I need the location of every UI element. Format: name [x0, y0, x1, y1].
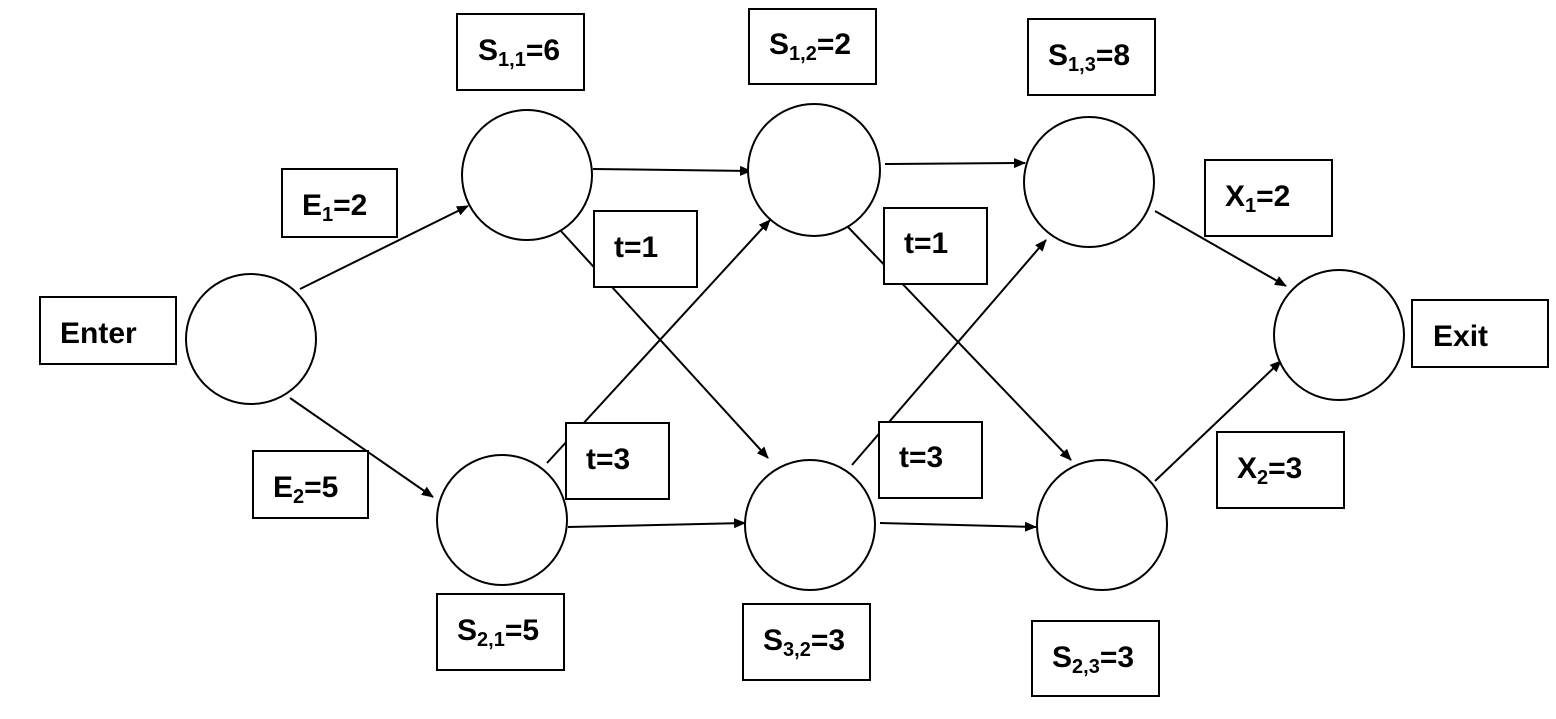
- transfer-label-d: t=3: [899, 441, 943, 474]
- s23-label-box: S2,3=3: [1031, 620, 1160, 697]
- s13-label: S1,3=8: [1048, 39, 1130, 76]
- e2-label-box: E2=5: [252, 450, 369, 519]
- transfer-label-box-a: t=1: [593, 210, 698, 288]
- edge-enter-to-line2-station1: [289, 397, 434, 498]
- s32-label-box: S3,2=3: [742, 603, 871, 681]
- exit-label-box: Exit: [1411, 299, 1549, 368]
- line2-station1-node: [436, 454, 568, 586]
- enter-label-box: Enter: [39, 296, 177, 365]
- edge-line2-station2-to-line2-station3: [879, 521, 1037, 532]
- line1-station2-node: [747, 103, 881, 237]
- exit-node: [1273, 269, 1405, 401]
- s32-label: S3,2=3: [763, 624, 845, 661]
- edge-line2-station3-to-exit: [1154, 360, 1282, 482]
- s11-label: S1,1=6: [478, 34, 560, 71]
- line2-station2-node: [744, 459, 876, 591]
- transfer-label-box-c: t=3: [565, 422, 670, 500]
- transfer-label-box-b: t=1: [883, 207, 988, 285]
- x2-label: X2=3: [1237, 452, 1302, 489]
- transfer-label-b: t=1: [904, 227, 948, 260]
- x1-label-box: X1=2: [1204, 159, 1333, 237]
- edge-line1-station2-to-line1-station3: [884, 158, 1026, 169]
- s11-label-box: S1,1=6: [456, 13, 585, 91]
- transfer-label-c: t=3: [586, 443, 630, 476]
- enter-node: [185, 273, 317, 405]
- edge-line2-station1-to-line2-station2: [567, 518, 746, 529]
- s12-label: S1,2=2: [769, 28, 851, 65]
- s12-label-box: S1,2=2: [748, 8, 877, 85]
- edge-line1-station3-to-exit: [1154, 210, 1287, 287]
- enter-label: Enter: [60, 317, 137, 350]
- e2-label: E2=5: [273, 471, 338, 508]
- transfer-label-a: t=1: [614, 231, 658, 264]
- x2-label-box: X2=3: [1216, 431, 1345, 509]
- edge-line1-station1-to-line1-station2: [592, 165, 752, 176]
- edge-enter-to-line1-station1: [299, 205, 469, 290]
- exit-label: Exit: [1433, 320, 1488, 353]
- line1-station3-node: [1023, 116, 1155, 248]
- x1-label: X1=2: [1225, 180, 1290, 217]
- s23-label: S2,3=3: [1052, 641, 1134, 678]
- s21-label: S2,1=5: [457, 614, 539, 651]
- s21-label-box: S2,1=5: [436, 593, 565, 671]
- line2-station3-node: [1036, 459, 1168, 591]
- e1-label-box: E1=2: [281, 168, 398, 238]
- e1-label: E1=2: [302, 189, 367, 226]
- s13-label-box: S1,3=8: [1027, 18, 1156, 96]
- line1-station1-node: [461, 109, 593, 241]
- transfer-label-box-d: t=3: [878, 421, 983, 499]
